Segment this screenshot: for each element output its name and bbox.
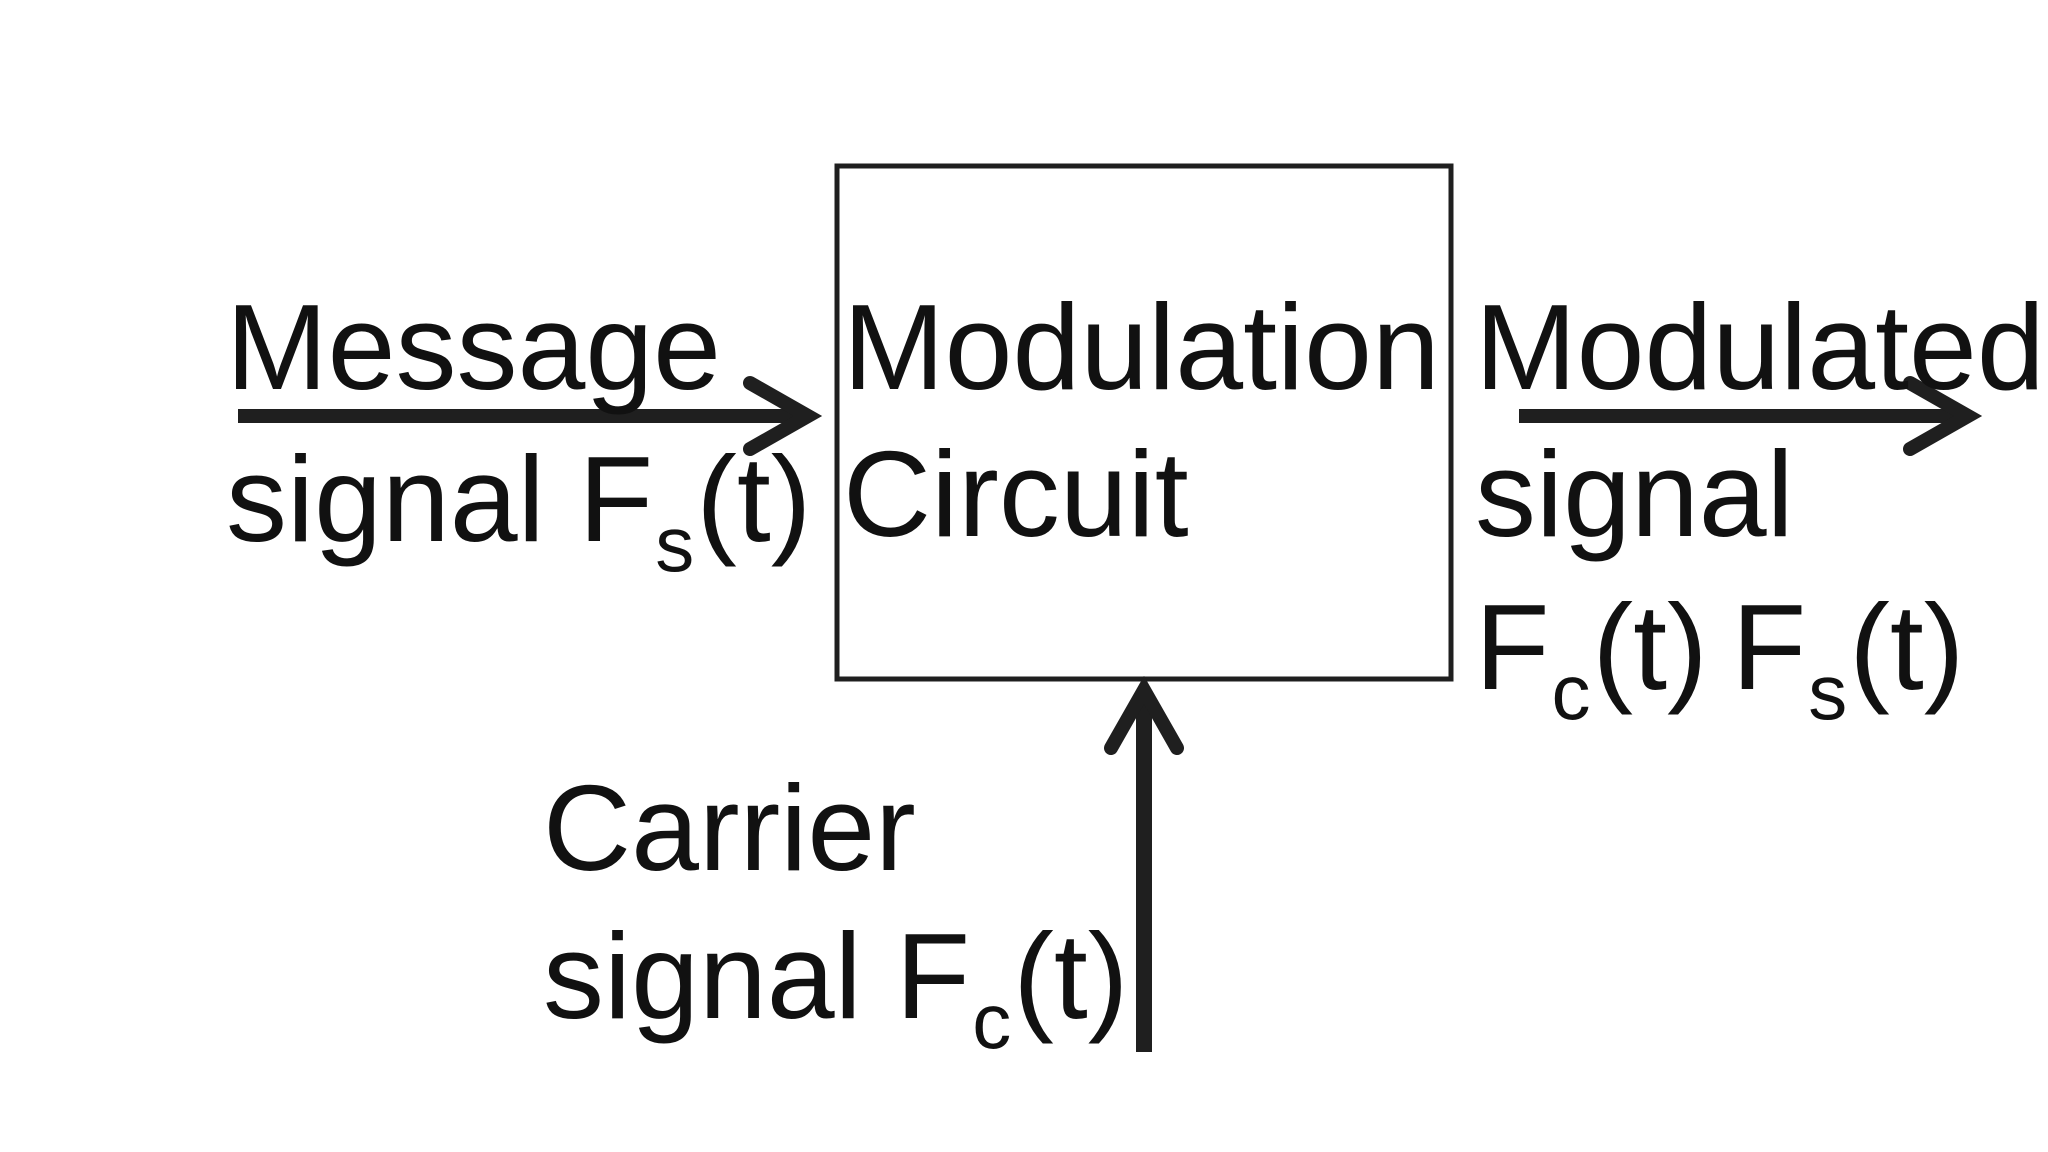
output-label-line1: Modulated <box>1475 286 2045 408</box>
block-title-text: Modulation <box>843 279 1440 415</box>
message-signal-subscript: s <box>655 500 695 588</box>
carrier-label-text: Carrier <box>543 760 916 896</box>
block-title-line1: Modulation <box>843 286 1440 408</box>
output-label-text: Modulated <box>1475 279 2045 415</box>
message-label-text: Message <box>226 279 722 415</box>
modulation-circuit-box <box>834 163 1454 682</box>
output-label-line3: Fc(t)Fs(t) <box>1475 586 1964 731</box>
output-term-b-subscript: s <box>1808 648 1848 736</box>
message-signal-suffix: (t) <box>696 431 812 567</box>
output-term-a-subscript: c <box>1551 648 1591 736</box>
carrier-signal-arrow <box>1104 675 1184 1052</box>
output-signal-text: signal <box>1475 426 1794 562</box>
carrier-label-line2: signal Fc(t) <box>543 915 1128 1060</box>
block-subtitle-text: Circuit <box>843 426 1189 562</box>
carrier-label-line1: Carrier <box>543 767 916 889</box>
output-label-line2: signal <box>1475 433 1794 555</box>
carrier-signal-suffix: (t) <box>1013 908 1129 1044</box>
message-signal-arrow <box>238 376 823 456</box>
modulated-signal-arrow <box>1519 376 1983 456</box>
output-term-a-suffix: (t) <box>1592 579 1708 715</box>
message-label-line2: signal Fs(t) <box>226 438 811 583</box>
carrier-signal-prefix: signal F <box>543 908 971 1044</box>
output-term-b-suffix: (t) <box>1849 579 1965 715</box>
output-term-a-prefix: F <box>1475 579 1550 715</box>
message-label-line1: Message <box>226 286 721 408</box>
message-signal-prefix: signal F <box>226 431 654 567</box>
output-term-b-prefix: F <box>1731 579 1807 715</box>
carrier-signal-subscript: c <box>972 977 1012 1065</box>
block-title-line2: Circuit <box>843 433 1189 555</box>
